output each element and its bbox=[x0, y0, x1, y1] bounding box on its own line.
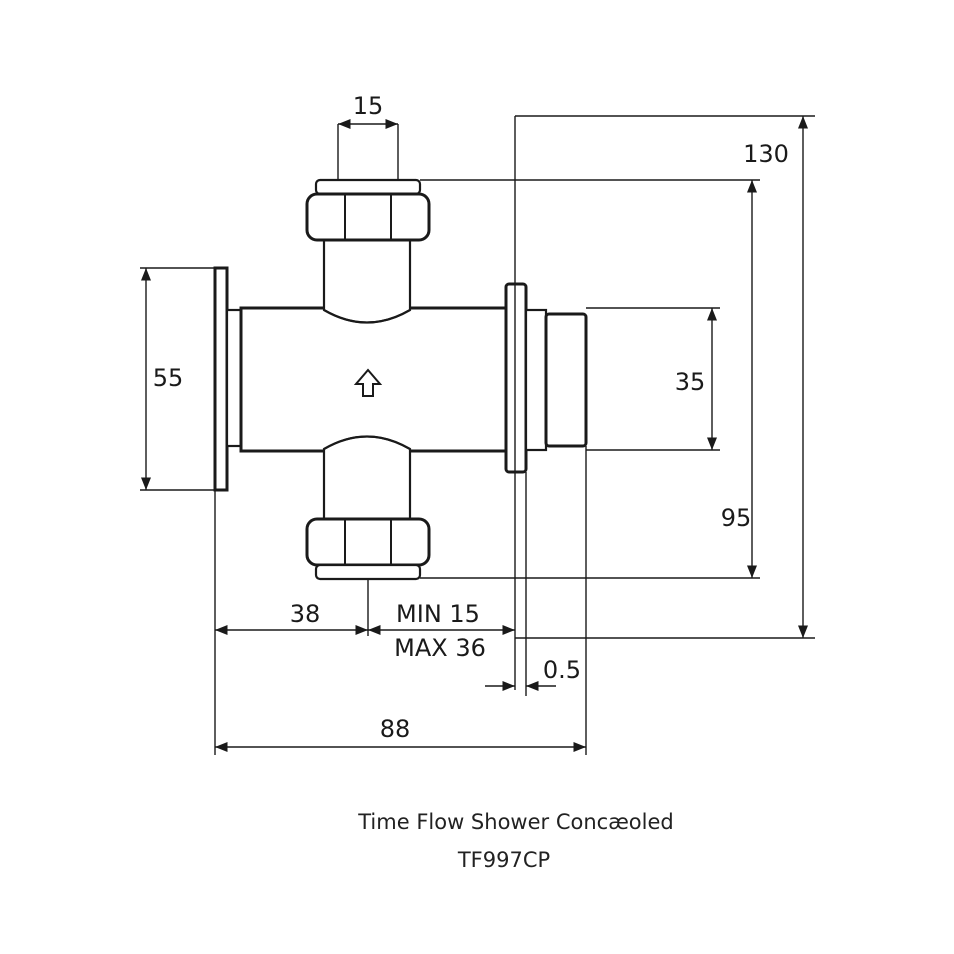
threaded-end bbox=[544, 312, 588, 448]
bottom-nut-cap bbox=[314, 563, 422, 581]
caption-title: Time Flow Shower Concæoled bbox=[357, 810, 674, 834]
main-cylinder bbox=[239, 306, 508, 453]
dim-55-label: 55 bbox=[153, 364, 184, 392]
valve-body bbox=[213, 178, 588, 581]
extension-lines bbox=[140, 115, 815, 755]
dim-min-label: MIN 15 bbox=[396, 600, 480, 628]
bottom-nut bbox=[305, 517, 431, 567]
dimension-lines bbox=[140, 116, 809, 753]
dimension-labels: 15 130 55 35 95 38 MIN 15 MAX 36 0.5 88 bbox=[153, 92, 789, 743]
dim-35-label: 35 bbox=[675, 368, 706, 396]
dim-max-label: MAX 36 bbox=[394, 634, 486, 662]
caption-model: TF997CP bbox=[457, 848, 550, 872]
top-nut-cap bbox=[314, 178, 422, 196]
bottom-neck bbox=[322, 435, 412, 522]
top-neck bbox=[322, 238, 412, 324]
left-spigot bbox=[225, 308, 243, 448]
dim-38-label: 38 bbox=[290, 600, 321, 628]
dim-95-label: 95 bbox=[721, 504, 752, 532]
dim-15-label: 15 bbox=[353, 92, 384, 120]
wall-plate bbox=[504, 282, 528, 474]
dim-88-label: 88 bbox=[380, 715, 411, 743]
dim-05-label: 0.5 bbox=[543, 656, 581, 684]
up-arrow-icon bbox=[353, 368, 383, 397]
dim-130-label: 130 bbox=[743, 140, 789, 168]
top-nut bbox=[305, 192, 431, 242]
left-flange bbox=[213, 266, 229, 492]
threaded-section bbox=[524, 308, 548, 452]
